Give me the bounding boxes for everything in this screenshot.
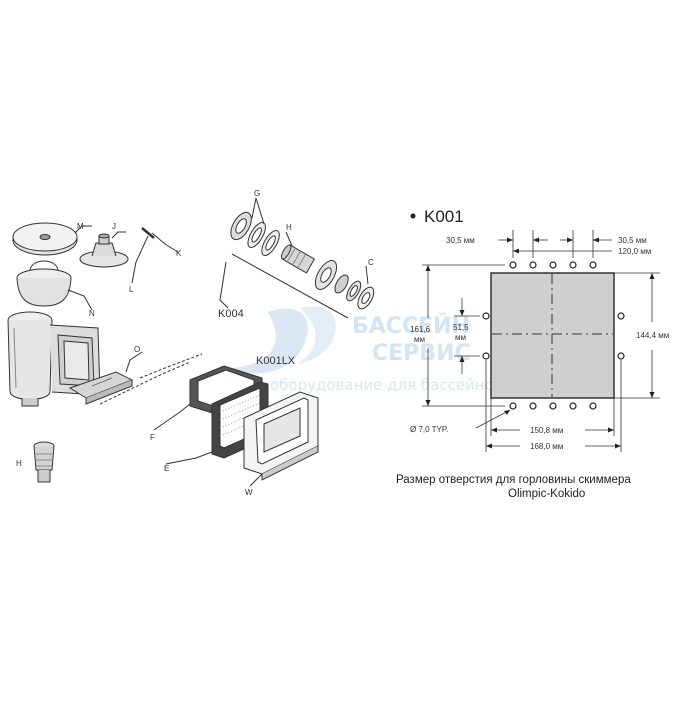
k001lx-frames — [139, 353, 319, 487]
dim-right: 144,4 мм — [636, 331, 669, 340]
caption-line-1: Размер отверстия для горловины скиммера — [396, 474, 631, 486]
hole — [509, 261, 517, 269]
hole — [509, 402, 517, 410]
skimmer-body — [7, 311, 101, 407]
dim-left-inner-value: 51,5 — [453, 323, 469, 332]
hole — [482, 312, 490, 320]
skimmer-part-o — [68, 351, 191, 405]
label-w: W — [245, 488, 253, 497]
hole — [529, 261, 537, 269]
hole — [549, 261, 557, 269]
watermark: БАССЕЙН СЕРВИС оборудование для бассейно… — [230, 306, 503, 394]
dimension-texts: 30,5 мм 30,5 мм 120,0 мм 161,6 мм 51,5 м… — [410, 236, 669, 451]
mounting-holes — [482, 261, 625, 410]
watermark-line-1: БАССЕЙН — [352, 313, 470, 339]
label-k: K — [176, 249, 182, 258]
dim-left-outer-unit: мм — [414, 335, 425, 344]
hole — [589, 261, 597, 269]
dimension-lines — [422, 230, 660, 452]
dimension-arrows — [425, 237, 655, 449]
hole — [589, 402, 597, 410]
dim-left-inner-unit: мм — [455, 333, 466, 342]
dim-bottom-outer: 168,0 мм — [530, 442, 563, 451]
dim-bottom-inner: 150,8 мм — [530, 426, 563, 435]
label-h-bottom: H — [16, 459, 22, 468]
label-k001lx: K001LX — [256, 355, 296, 367]
hole — [529, 402, 537, 410]
hole — [569, 402, 577, 410]
hole — [549, 402, 557, 410]
label-o: O — [134, 345, 140, 354]
title-bullet — [410, 213, 416, 219]
watermark-line-3: оборудование для бассейнов — [270, 376, 503, 394]
dim-top-right: 30,5 мм — [618, 236, 647, 245]
watermark-logo-wave — [230, 308, 309, 374]
label-c: C — [368, 258, 374, 267]
label-m: M — [77, 222, 84, 231]
label-h: H — [286, 223, 292, 232]
k004-nozzle — [334, 274, 349, 294]
label-n: N — [89, 309, 95, 318]
k001lx-labels: K001LX F E W — [150, 355, 296, 497]
skimmer-part-k — [131, 227, 179, 284]
skimmer-exploded-view — [7, 222, 191, 483]
dim-top-right-2: 120,0 мм — [618, 247, 651, 256]
dim-left-outer-value: 161,6 — [410, 325, 431, 334]
skimmer-part-h — [33, 441, 55, 483]
hole — [569, 261, 577, 269]
label-e: E — [164, 464, 169, 473]
skimmer-part-j — [79, 231, 129, 268]
watermark-logo-wave-2 — [298, 306, 336, 364]
skimmer-lid — [12, 222, 92, 256]
k004-labels: G H C K004 — [218, 189, 374, 320]
hole — [482, 352, 490, 360]
frame-w — [243, 391, 319, 481]
watermark-line-2: СЕРВИС — [372, 341, 471, 366]
hole — [617, 312, 625, 320]
label-k004: K004 — [218, 308, 244, 320]
label-f: F — [150, 433, 155, 442]
drawing-title: K001 — [424, 207, 464, 226]
label-j: J — [112, 222, 116, 231]
label-l: L — [129, 285, 134, 294]
label-g: G — [254, 189, 260, 198]
dim-top-left: 30,5 мм — [446, 236, 475, 245]
skimmer-basket — [16, 260, 93, 311]
k001-dimension-drawing: K001 — [396, 207, 669, 500]
dim-hole: Ø 7,0 TYP. — [410, 425, 448, 434]
hole — [617, 352, 625, 360]
k004-fitting-assembly — [219, 197, 375, 319]
caption-line-2: Olimpic-Kokido — [508, 488, 585, 500]
skimmer-labels: M J K L N O H — [16, 222, 182, 468]
